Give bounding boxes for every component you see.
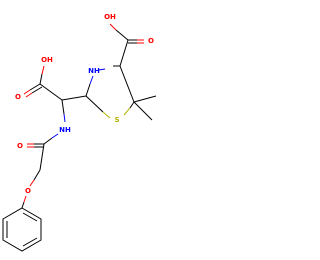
bond-methyl-2 bbox=[133, 101, 153, 121]
bond-o-ph-red bbox=[23, 195, 27, 203]
bond-carboxyl-oh-red bbox=[41, 65, 45, 75]
oh-left-label: OH bbox=[41, 56, 53, 64]
phenyl-ring bbox=[2, 207, 42, 252]
bond-n-co-black bbox=[43, 137, 53, 145]
bond-c4-n-blue bbox=[98, 68, 106, 71]
bond-c-oh-red bbox=[109, 23, 117, 31]
bond-carboxyl-o-b bbox=[31, 86, 43, 94]
bond-carboxyl-o-a-red bbox=[23, 89, 31, 95]
bond-alpha-nh-black bbox=[61, 99, 65, 115]
bond-c-oh-black bbox=[115, 29, 129, 41]
o-top-right-label: O bbox=[148, 37, 154, 45]
thiazolidine-ring bbox=[85, 65, 157, 121]
bond-methyl-1 bbox=[133, 95, 157, 103]
o-ether-label: O bbox=[25, 187, 31, 195]
o-amide-label: O bbox=[17, 142, 23, 150]
phenyl-double-1 bbox=[22, 212, 38, 222]
bond-c4-cooh bbox=[119, 39, 129, 67]
bond-c2-s-black bbox=[85, 95, 104, 113]
bond-s-c5-black bbox=[129, 101, 135, 109]
bond-n-co-blue bbox=[51, 133, 59, 139]
oh-top-right-label: OH bbox=[104, 13, 116, 21]
alpha-carbon-group bbox=[23, 65, 87, 123]
bond-n-c2-black bbox=[85, 83, 91, 97]
nh-amide-label: NH bbox=[59, 126, 71, 134]
bond-carboxyl-oh-black bbox=[39, 73, 43, 85]
bond-carboxyl-o-a bbox=[29, 83, 41, 91]
bond-carboxyl-o-b-red bbox=[25, 92, 33, 98]
carboxyl-top-right bbox=[109, 23, 144, 67]
bond-n-c2-blue bbox=[89, 75, 94, 85]
atom-labels: OH O OH O NH S NH O O bbox=[15, 13, 154, 195]
bond-alpha-nh-blue bbox=[63, 113, 66, 123]
chemical-structure-diagram: OH O OH O NH S NH O O bbox=[2, 13, 157, 252]
amide-group bbox=[21, 133, 59, 209]
bond-co-ch2 bbox=[39, 143, 45, 171]
phenyl-hexagon bbox=[2, 207, 42, 252]
bond-c2-alpha bbox=[61, 95, 87, 101]
s-ring-label: S bbox=[114, 116, 119, 124]
bond-alpha-carboxyl bbox=[39, 83, 63, 101]
bond-ch2-o-red bbox=[29, 179, 35, 187]
bond-o-ph-black bbox=[21, 201, 25, 209]
phenyl-double-2 bbox=[22, 237, 38, 247]
bond-s-c5-yellow bbox=[123, 107, 131, 116]
bond-ch2-o-black bbox=[33, 169, 41, 181]
bond-c5-c4 bbox=[119, 65, 135, 103]
nh-ring-label: NH bbox=[88, 67, 100, 75]
o-left-label: O bbox=[15, 93, 21, 101]
bond-c2-s-yellow bbox=[102, 111, 111, 119]
